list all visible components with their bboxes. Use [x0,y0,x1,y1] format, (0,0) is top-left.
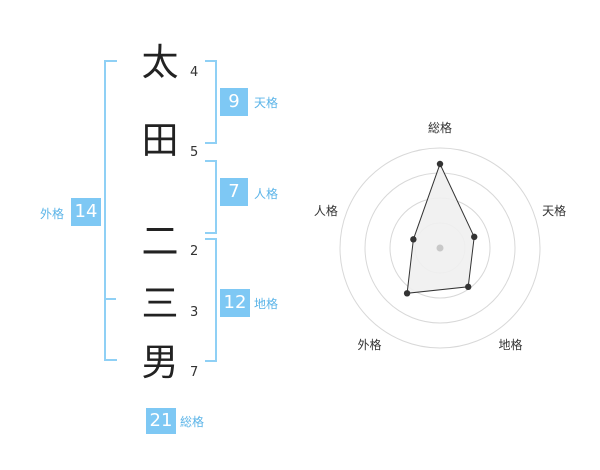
gai-value-badge: 14 [71,198,101,226]
radar-point-1 [436,160,444,168]
jin-value-badge: 7 [220,178,248,206]
so-value-badge: 21 [146,408,176,434]
name-char-3: 二 [141,220,179,263]
radar-area [406,162,475,294]
stroke-count-5: 7 [190,365,199,380]
stroke-count-3: 2 [190,244,199,259]
radar-points [403,160,478,297]
chi-value-badge: 12 [220,289,250,317]
ten-value-badge: 9 [220,88,248,116]
so-label: 総格 [180,415,205,429]
stroke-count-2: 5 [190,145,199,160]
radar-axis-label-3: 地格 [498,337,522,352]
radar-axis-label-4: 外格 [357,337,381,352]
jin-bracket [205,160,217,234]
radar-center-dot [436,244,444,252]
radar-point-2 [471,233,478,241]
radar-axis-label-2: 天格 [542,203,566,218]
name-char-5: 男 [141,341,179,384]
chi-bracket [205,238,217,362]
name-char-4: 三 [141,282,179,325]
jin-label: 人格 [254,187,279,201]
name-char-2: 田 [141,119,179,162]
radar-point-3 [465,283,472,291]
stroke-count-1: 4 [190,65,199,80]
outer-bracket [104,60,117,361]
radar-ring-4 [339,147,541,349]
ten-bracket [205,60,217,144]
radar-axis-label-1: 総格 [428,120,452,135]
radar-point-5 [410,236,417,243]
chi-label: 地格 [254,297,279,311]
gai-label: 外格 [40,207,65,221]
radar-axis-label-5: 人格 [314,203,338,218]
ten-label: 天格 [254,96,279,110]
radar-point-4 [403,290,411,297]
name-char-1: 太 [141,41,179,84]
outer-bracket-divider [106,298,116,300]
stroke-count-4: 3 [190,305,199,320]
